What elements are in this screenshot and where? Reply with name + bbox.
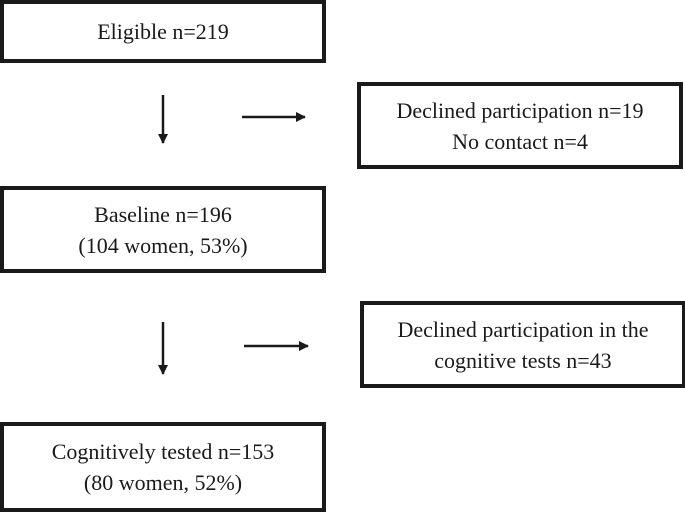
baseline-label: Baseline n=196: [94, 201, 232, 227]
declined-cognitive-line1: Declined participation in the: [397, 316, 649, 342]
eligible-box: Eligible n=219: [0, 0, 326, 63]
baseline-box: Baseline n=196 (104 women, 53%): [0, 186, 326, 273]
tested-women-label: (80 women, 52%): [83, 470, 243, 495]
no-contact-label: No contact n=4: [452, 128, 588, 154]
cognitively-tested-label: Cognitively tested n=153: [51, 439, 275, 464]
baseline-women-label: (104 women, 53%): [78, 232, 248, 258]
declined-cognitive-line2: cognitive tests n=43: [434, 347, 612, 373]
eligible-label: Eligible n=219: [97, 19, 229, 44]
declined-participation-label: Declined participation n=19: [396, 97, 644, 123]
cognitively-tested-box: Cognitively tested n=153 (80 women, 52%): [0, 422, 326, 512]
declined-cognitive-tests-box: Declined participation in the cognitive …: [360, 301, 685, 388]
declined-participation-box: Declined participation n=19 No contact n…: [357, 82, 683, 169]
